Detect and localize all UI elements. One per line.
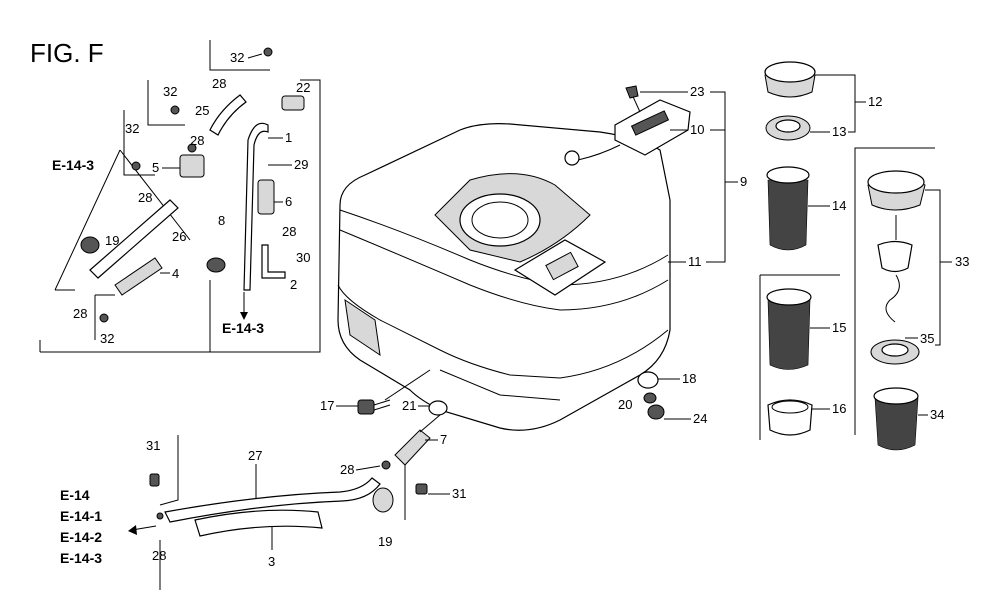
strainer-34 bbox=[874, 397, 919, 451]
label-2: 2 bbox=[290, 277, 297, 292]
label-28-bottom-left: 28 bbox=[73, 306, 87, 321]
label-28-bottom: 28 bbox=[340, 462, 354, 477]
ref-e14-3-bottom[interactable]: E-14-3 bbox=[60, 550, 102, 566]
label-28-top: 28 bbox=[212, 76, 226, 91]
label-10: 10 bbox=[690, 122, 704, 137]
label-13: 13 bbox=[832, 124, 846, 139]
ref-e14-1[interactable]: E-14-1 bbox=[60, 508, 102, 524]
clip-32-b bbox=[131, 161, 141, 171]
label-26: 26 bbox=[172, 229, 186, 244]
label-15: 15 bbox=[832, 320, 846, 335]
ref-e14[interactable]: E-14 bbox=[60, 487, 90, 503]
label-4: 4 bbox=[172, 266, 179, 281]
label-33: 33 bbox=[955, 254, 969, 269]
hose-1 bbox=[243, 122, 269, 291]
label-6: 6 bbox=[285, 194, 292, 209]
label-25: 25 bbox=[195, 103, 209, 118]
fitting-7 bbox=[394, 429, 431, 466]
label-3: 3 bbox=[268, 554, 275, 569]
label-31-right: 31 bbox=[452, 486, 466, 501]
label-28-left: 28 bbox=[138, 190, 152, 205]
clip-32-c bbox=[99, 313, 109, 323]
washer-18 bbox=[637, 371, 659, 389]
label-28-mid: 28 bbox=[282, 224, 296, 239]
clamp-22 bbox=[281, 95, 305, 111]
label-23: 23 bbox=[690, 84, 704, 99]
label-19-bottom: 19 bbox=[378, 534, 392, 549]
label-34: 34 bbox=[930, 407, 944, 422]
label-17: 17 bbox=[320, 398, 334, 413]
label-20: 20 bbox=[618, 397, 632, 412]
clip-31-a bbox=[149, 473, 160, 487]
label-5: 5 bbox=[152, 160, 159, 175]
label-28-valve: 28 bbox=[190, 133, 204, 148]
label-32-left: 32 bbox=[125, 121, 139, 136]
label-32-top: 32 bbox=[230, 50, 244, 65]
ring-16 bbox=[767, 399, 813, 436]
label-30: 30 bbox=[296, 250, 310, 265]
drain-parts bbox=[128, 369, 665, 590]
nut-20 bbox=[643, 392, 657, 404]
label-31-left: 31 bbox=[146, 438, 160, 453]
label-32-upper: 32 bbox=[163, 84, 177, 99]
label-21: 21 bbox=[402, 398, 416, 413]
label-27: 27 bbox=[248, 448, 262, 463]
cap-strainer-column bbox=[759, 61, 840, 440]
hose-2 bbox=[261, 244, 286, 279]
grommet-19-bottom bbox=[372, 487, 394, 513]
ref-e14-3-mid[interactable]: E-14-3 bbox=[222, 320, 264, 336]
label-9: 9 bbox=[740, 174, 747, 189]
label-19-left: 19 bbox=[105, 233, 119, 248]
fuel-filter-6 bbox=[257, 179, 275, 215]
label-28-bottom-left: 28 bbox=[152, 548, 166, 563]
fuel-gauge-assembly bbox=[564, 85, 691, 166]
fuel-valve-5 bbox=[179, 154, 205, 178]
ref-e14-3-top[interactable]: E-14-3 bbox=[52, 157, 94, 173]
hose-26 bbox=[89, 199, 179, 279]
label-24: 24 bbox=[693, 411, 707, 426]
hose-3 bbox=[194, 509, 323, 537]
ref-e14-2[interactable]: E-14-2 bbox=[60, 529, 102, 545]
nut-24 bbox=[647, 404, 665, 420]
bolt-17 bbox=[357, 399, 375, 415]
strainer-14 bbox=[767, 179, 809, 251]
label-32-bottom: 32 bbox=[100, 331, 114, 346]
label-11: 11 bbox=[688, 254, 702, 269]
label-12: 12 bbox=[868, 94, 882, 109]
grommet-19-left bbox=[80, 236, 100, 254]
label-7: 7 bbox=[440, 432, 447, 447]
label-22: 22 bbox=[296, 80, 310, 95]
hose-27 bbox=[164, 477, 381, 523]
label-35: 35 bbox=[920, 331, 934, 346]
clip-32-a bbox=[170, 105, 180, 115]
label-1: 1 bbox=[285, 130, 292, 145]
label-18: 18 bbox=[682, 371, 696, 386]
clip-32-d bbox=[263, 47, 273, 57]
label-16: 16 bbox=[832, 401, 846, 416]
fuel-tank-11 bbox=[337, 123, 671, 431]
sleeve-4 bbox=[114, 257, 163, 296]
strainer-15 bbox=[767, 299, 811, 370]
label-14: 14 bbox=[832, 198, 846, 213]
figure-title: FIG. F bbox=[30, 38, 104, 68]
clip-31-b bbox=[415, 483, 428, 495]
cap-assembly-33 bbox=[854, 147, 935, 451]
label-29: 29 bbox=[294, 157, 308, 172]
clip-8 bbox=[206, 257, 226, 273]
hose-25 bbox=[209, 94, 247, 136]
left-fuel-line-group bbox=[39, 40, 321, 353]
label-8: 8 bbox=[218, 213, 225, 228]
washer-21 bbox=[428, 400, 448, 416]
